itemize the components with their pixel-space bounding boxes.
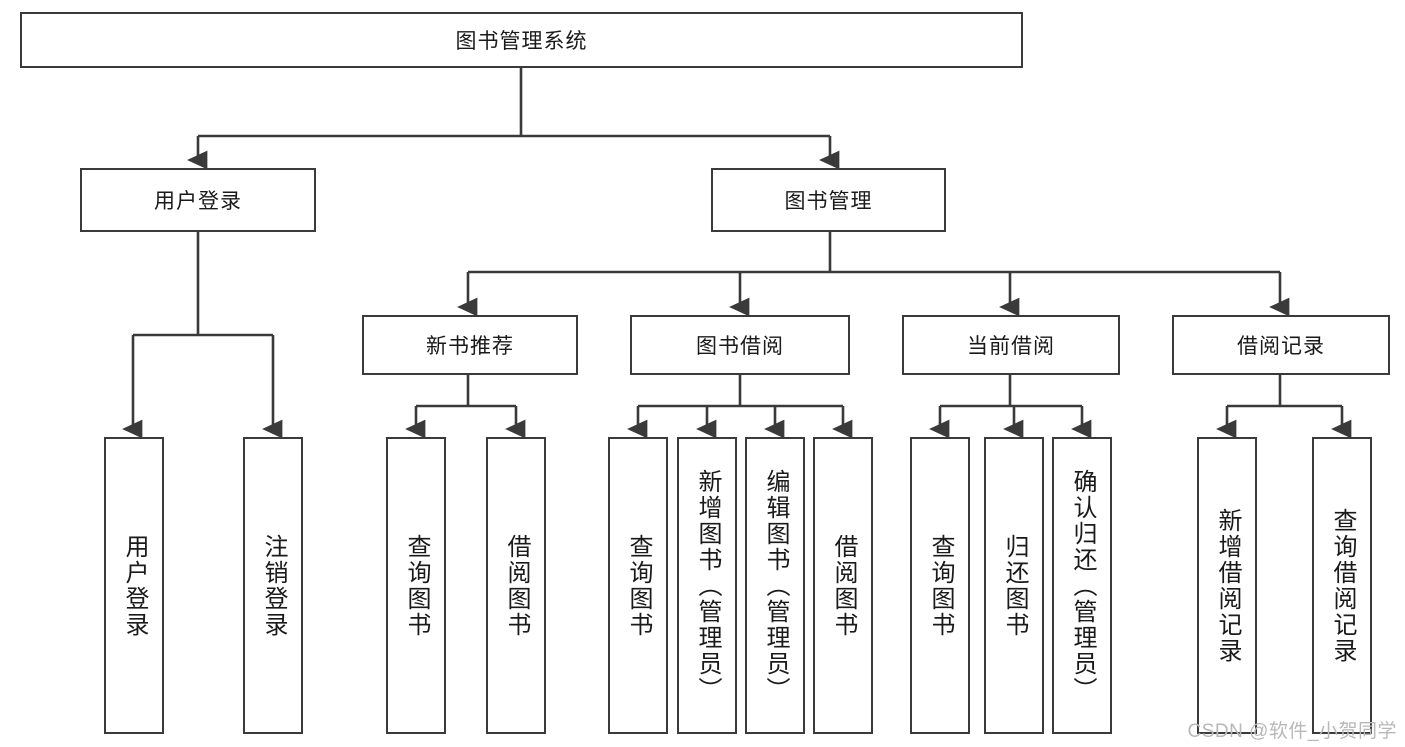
leaf-user-login-label: 用户登录 (121, 533, 148, 638)
leaf-query-borrow-record[interactable]: 查询借阅记录 (1312, 437, 1372, 734)
leaf-user-login[interactable]: 用户登录 (104, 437, 164, 734)
edges-root-to-level2 (187, 68, 840, 170)
edges-current-borrow-to-leaves (929, 375, 1092, 439)
leaf-add-borrow-record[interactable]: 新增借阅记录 (1197, 437, 1257, 734)
leaf-query-book-borrow[interactable]: 查询图书 (608, 437, 668, 734)
node-borrow-record-label: 借阅记录 (1237, 335, 1325, 358)
leaf-return-book-label: 归还图书 (1001, 533, 1028, 638)
leaf-query-book-current[interactable]: 查询图书 (910, 437, 970, 734)
node-current-borrow[interactable]: 当前借阅 (902, 315, 1120, 375)
node-new-book-recommend-label: 新书推荐 (426, 335, 514, 358)
leaf-return-book[interactable]: 归还图书 (984, 437, 1044, 734)
leaf-user-logout[interactable]: 注销登录 (243, 437, 303, 734)
node-root-label: 图书管理系统 (455, 30, 588, 53)
node-book-manage-label: 图书管理 (784, 190, 873, 213)
leaf-query-borrow-record-label: 查询借阅记录 (1329, 507, 1356, 664)
node-book-borrow-label: 图书借阅 (696, 335, 784, 358)
leaf-confirm-return-admin-label: 确认归还（管理员） (1069, 468, 1096, 703)
edges-borrow-record-to-leaves (1216, 375, 1352, 439)
node-root[interactable]: 图书管理系统 (20, 12, 1023, 68)
leaf-edit-book-admin-label: 编辑图书（管理员） (762, 468, 789, 703)
leaf-add-borrow-record-label: 新增借阅记录 (1214, 507, 1241, 664)
leaf-confirm-return-admin[interactable]: 确认归还（管理员） (1052, 437, 1112, 734)
node-borrow-record[interactable]: 借阅记录 (1172, 315, 1390, 375)
node-new-book-recommend[interactable]: 新书推荐 (362, 315, 578, 375)
leaf-borrow-book-recommend-label: 借阅图书 (503, 533, 530, 638)
node-current-borrow-label: 当前借阅 (967, 335, 1055, 358)
node-user-login[interactable]: 用户登录 (80, 168, 316, 232)
leaf-query-book-recommend-label: 查询图书 (403, 533, 430, 638)
edges-user-login-to-leaves (122, 232, 283, 439)
edges-new-book-rec-to-leaves (405, 375, 526, 439)
leaf-query-book-recommend[interactable]: 查询图书 (386, 437, 446, 734)
leaf-add-book-admin-label: 新增图书（管理员） (694, 468, 721, 703)
leaf-query-book-borrow-label: 查询图书 (625, 533, 652, 638)
edges-book-manage-to-level3 (457, 232, 1290, 317)
node-user-login-label: 用户登录 (154, 190, 242, 213)
node-book-manage[interactable]: 图书管理 (711, 168, 946, 232)
leaf-borrow-book-label: 借阅图书 (830, 533, 857, 638)
leaf-add-book-admin[interactable]: 新增图书（管理员） (677, 437, 737, 734)
leaf-user-logout-label: 注销登录 (260, 533, 287, 638)
leaf-query-book-current-label: 查询图书 (927, 533, 954, 638)
watermark: CSDN @软件_小贺同学 (1187, 721, 1397, 742)
leaf-edit-book-admin[interactable]: 编辑图书（管理员） (745, 437, 805, 734)
node-book-borrow[interactable]: 图书借阅 (630, 315, 850, 375)
leaf-borrow-book-recommend[interactable]: 借阅图书 (486, 437, 546, 734)
leaf-borrow-book[interactable]: 借阅图书 (813, 437, 873, 734)
edges-book-borrow-to-leaves (627, 375, 853, 439)
